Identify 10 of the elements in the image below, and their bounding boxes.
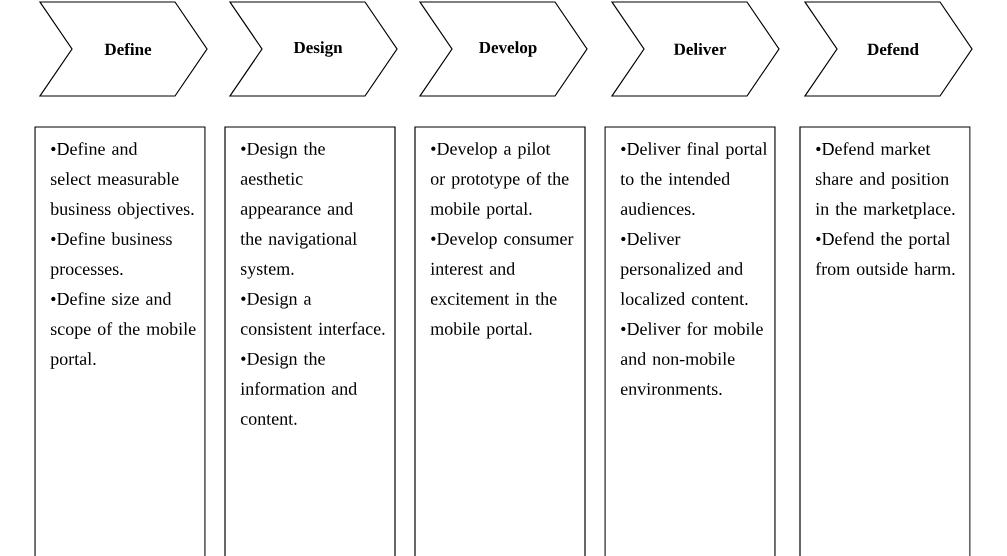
chevron-step: Develop [418,1,588,97]
text-panel: •Develop a pilot or prototype of the mobile portal. •Develop consumer interest and excitement in the mobile portal. [414,126,586,556]
chevron-step: Defend [803,1,973,97]
chevron-step: Define [38,1,208,97]
text-panel: •Deliver final portal to the intended audiences. •Deliver personalized and localized content. •Deliver for mobile and non-mobile environments. [604,126,776,556]
chevron-step: Deliver [610,1,780,97]
text-panel: •Design the aesthetic appearance and the navigational system. •Design a consistent interface. •Design the information and content. [224,126,396,556]
text-panel: •Define and select measurable business objectives. •Define business processes. •Define size and scope of the mobile portal. [34,126,206,556]
chevron-step: Design [228,1,398,97]
text-panel: •Defend market share and position in the marketplace. •Defend the portal from outside harm. [799,126,971,556]
